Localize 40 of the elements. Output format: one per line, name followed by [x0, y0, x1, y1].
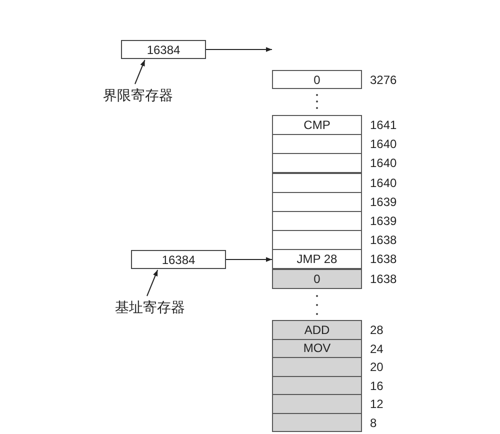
memory-cell: MOV [272, 338, 362, 358]
address-label: 8 [370, 416, 377, 430]
address-label: 1639 [370, 214, 397, 228]
address-label: 24 [370, 342, 384, 356]
address-label: 1640 [370, 137, 397, 152]
address-label: 20 [370, 360, 384, 374]
memory-cell [272, 230, 362, 250]
address-label: 12 [370, 397, 384, 411]
memory-cell: 0 [272, 70, 362, 89]
memory-cell [272, 357, 362, 376]
memory-cell: ADD [272, 320, 362, 340]
memory-cell [272, 211, 362, 231]
address-label: 1639 [370, 194, 397, 209]
memory-cell [272, 172, 362, 193]
memory-cell: 0 [272, 268, 362, 289]
leader-line [146, 270, 158, 296]
leader-line [134, 60, 146, 84]
arrow [206, 47, 272, 52]
memory-cell [272, 134, 362, 154]
address-label: 16 [370, 378, 384, 392]
memory-cell: JMP 28 [272, 249, 362, 270]
memory-cell [272, 376, 362, 395]
address-label: 1638 [370, 252, 397, 266]
address-label: 1640 [370, 176, 397, 190]
memory-cell [272, 153, 362, 174]
address-label: 1641 [370, 118, 397, 132]
register-box: 16384 [131, 250, 226, 269]
address-label: 28 [370, 323, 384, 337]
memory-cell [272, 412, 362, 432]
register-label: 基址寄存器 [115, 298, 185, 318]
address-label: 1640 [370, 156, 397, 170]
arrow [226, 257, 272, 262]
register-box: 16384 [121, 40, 206, 59]
address-label: 1638 [370, 233, 397, 248]
address-label: 3276 [370, 73, 397, 87]
address-label: 1638 [370, 272, 397, 286]
memory-cell [272, 192, 362, 212]
register-label: 界限寄存器 [103, 86, 173, 106]
memory-cell [272, 394, 362, 414]
memory-cell: CMP [272, 115, 362, 135]
